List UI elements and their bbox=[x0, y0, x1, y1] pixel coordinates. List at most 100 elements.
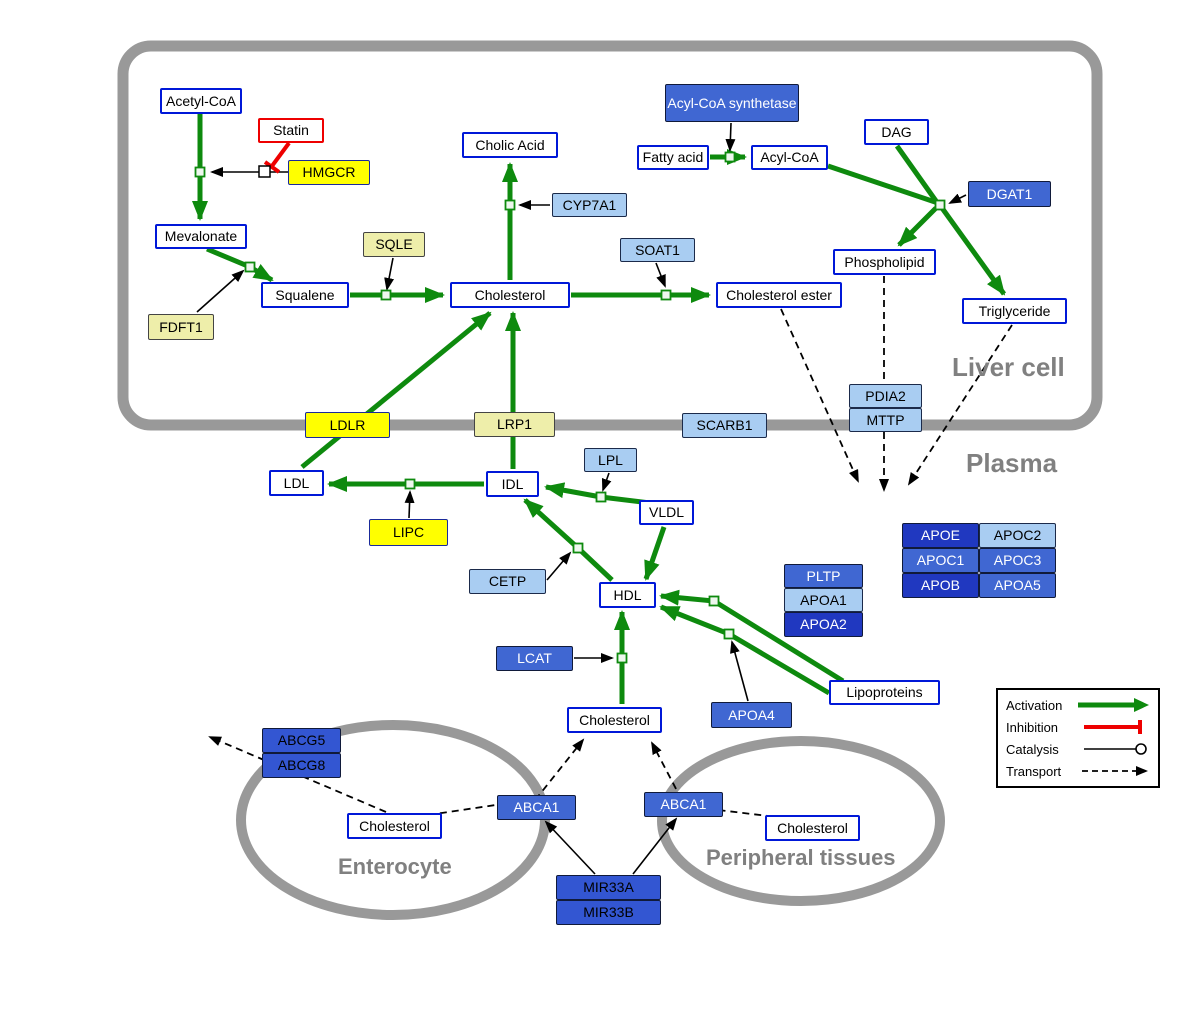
node-abcg5[interactable]: ABCG5 bbox=[262, 728, 341, 753]
node-lpl[interactable]: LPL bbox=[584, 448, 637, 472]
enterocyte-membrane bbox=[236, 720, 550, 920]
node-apoa2[interactable]: APOA2 bbox=[784, 612, 863, 637]
transport-dashed-arrow-icon bbox=[1082, 766, 1148, 776]
legend-inhibition-label: Inhibition bbox=[1006, 719, 1059, 735]
transport-cholesterolester-mttp bbox=[780, 308, 859, 483]
node-apoc1[interactable]: APOC1 bbox=[902, 548, 979, 573]
node-acyl-coa-synthetase[interactable]: Acyl-CoA synthetase bbox=[665, 84, 799, 122]
anchor-node bbox=[595, 491, 607, 503]
node-abcg8[interactable]: ABCG8 bbox=[262, 753, 341, 778]
node-scarb1[interactable]: SCARB1 bbox=[682, 413, 767, 438]
legend-row-inhibition: Inhibition bbox=[1006, 718, 1150, 736]
catalysis-apoa4 bbox=[730, 640, 749, 702]
catalysis-dgat1 bbox=[948, 193, 967, 204]
anchor-node bbox=[724, 151, 736, 163]
catalysis-cetp bbox=[546, 551, 572, 581]
edge-mir33-abca1-right bbox=[632, 817, 678, 875]
legend-catalysis-label: Catalysis bbox=[1006, 741, 1059, 757]
node-hmgcr[interactable]: HMGCR bbox=[288, 160, 370, 185]
catalysis-acylcoa-synthetase bbox=[725, 122, 736, 152]
transport-triglyceride-mttp bbox=[907, 324, 1013, 486]
inhibition-statin-bar bbox=[263, 160, 281, 174]
node-apoc2[interactable]: APOC2 bbox=[979, 523, 1056, 548]
anchor-node-inhibition bbox=[258, 165, 271, 178]
node-cyp7a1[interactable]: CYP7A1 bbox=[552, 193, 627, 217]
node-triglyceride[interactable]: Triglyceride bbox=[962, 298, 1067, 324]
node-idl[interactable]: IDL bbox=[486, 471, 539, 497]
node-acyl-coa[interactable]: Acyl-CoA bbox=[751, 145, 828, 170]
node-mir33b[interactable]: MIR33B bbox=[556, 900, 661, 925]
node-apoa1[interactable]: APOA1 bbox=[784, 588, 863, 612]
liver-cell-label: Liver cell bbox=[952, 352, 1065, 382]
catalysis-lpl bbox=[601, 472, 612, 492]
anchor-node bbox=[616, 652, 628, 664]
edge-hdl-idl bbox=[523, 498, 614, 582]
node-cholesterol-ester[interactable]: Cholesterol ester bbox=[716, 282, 842, 308]
anchor-node bbox=[723, 628, 735, 640]
node-cholesterol-peripheral[interactable]: Cholesterol bbox=[765, 815, 860, 841]
inhibition-statin-line bbox=[270, 141, 291, 168]
node-lrp1[interactable]: LRP1 bbox=[474, 412, 555, 437]
catalysis-sqle bbox=[384, 257, 394, 291]
node-cetp[interactable]: CETP bbox=[469, 569, 546, 594]
node-cholesterol-enterocyte[interactable]: Cholesterol bbox=[347, 813, 442, 839]
liver-cell-membrane bbox=[117, 40, 1103, 431]
edge-dag-junction bbox=[894, 144, 939, 203]
anchor-node bbox=[934, 199, 946, 211]
node-sqle[interactable]: SQLE bbox=[363, 232, 425, 257]
peripheral-tissues-label: Peripheral tissues bbox=[706, 845, 896, 870]
node-dag[interactable]: DAG bbox=[864, 119, 929, 145]
anchor-node bbox=[380, 289, 392, 301]
legend-activation-label: Activation bbox=[1006, 697, 1063, 713]
node-phospholipid[interactable]: Phospholipid bbox=[833, 249, 936, 275]
catalysis-fdft1 bbox=[196, 269, 245, 313]
anchor-node bbox=[572, 542, 584, 554]
node-fatty-acid[interactable]: Fatty acid bbox=[637, 145, 709, 170]
catalysis-circle-icon bbox=[1084, 743, 1147, 755]
anchor-node bbox=[504, 199, 516, 211]
node-apoe[interactable]: APOE bbox=[902, 523, 979, 548]
edge-mir33-abca1-left bbox=[544, 820, 596, 875]
catalysis-lipc bbox=[404, 490, 415, 519]
node-apoa4[interactable]: APOA4 bbox=[711, 702, 792, 728]
node-cholesterol-liver[interactable]: Cholesterol bbox=[450, 282, 570, 308]
edge-junction-triglyceride bbox=[939, 206, 1007, 296]
node-pdia2[interactable]: PDIA2 bbox=[849, 384, 922, 408]
node-mttp[interactable]: MTTP bbox=[849, 408, 922, 432]
node-apob[interactable]: APOB bbox=[902, 573, 979, 598]
node-soat1[interactable]: SOAT1 bbox=[620, 238, 695, 262]
node-squalene[interactable]: Squalene bbox=[261, 282, 349, 308]
node-statin[interactable]: Statin bbox=[258, 118, 324, 143]
plasma-label: Plasma bbox=[966, 448, 1058, 478]
node-pltp[interactable]: PLTP bbox=[784, 564, 863, 588]
node-apoa5[interactable]: APOA5 bbox=[979, 573, 1056, 598]
anchor-node bbox=[244, 261, 256, 273]
node-cholic-acid[interactable]: Cholic Acid bbox=[462, 132, 558, 158]
node-fdft1[interactable]: FDFT1 bbox=[148, 314, 214, 340]
inhibition-tbar-icon bbox=[1084, 720, 1142, 734]
legend-transport-label: Transport bbox=[1006, 763, 1062, 779]
node-hdl[interactable]: HDL bbox=[599, 582, 656, 608]
reaction-anchors bbox=[194, 151, 946, 664]
node-vldl[interactable]: VLDL bbox=[639, 500, 694, 525]
node-lipoproteins[interactable]: Lipoproteins bbox=[829, 680, 940, 705]
node-mevalonate[interactable]: Mevalonate bbox=[155, 224, 247, 249]
anchor-node bbox=[708, 595, 720, 607]
anchor-node bbox=[660, 289, 672, 301]
node-lipc[interactable]: LIPC bbox=[369, 519, 448, 546]
legend-row-transport: Transport bbox=[1006, 762, 1150, 780]
node-cholesterol-plasma[interactable]: Cholesterol bbox=[567, 707, 662, 733]
edge-mevalonate-squalene bbox=[206, 246, 274, 283]
node-abca1-right[interactable]: ABCA1 bbox=[644, 792, 723, 817]
node-acetyl-coa[interactable]: Acetyl-CoA bbox=[160, 88, 242, 114]
node-dgat1[interactable]: DGAT1 bbox=[968, 181, 1051, 207]
edge-vldl-hdl bbox=[643, 526, 667, 581]
node-ldl[interactable]: LDL bbox=[269, 470, 324, 496]
node-apoc3[interactable]: APOC3 bbox=[979, 548, 1056, 573]
node-ldlr[interactable]: LDLR bbox=[305, 412, 390, 438]
activation-arrow-icon bbox=[1078, 698, 1149, 712]
node-abca1-left[interactable]: ABCA1 bbox=[497, 795, 576, 820]
node-lcat[interactable]: LCAT bbox=[496, 646, 573, 671]
node-mir33a[interactable]: MIR33A bbox=[556, 875, 661, 900]
